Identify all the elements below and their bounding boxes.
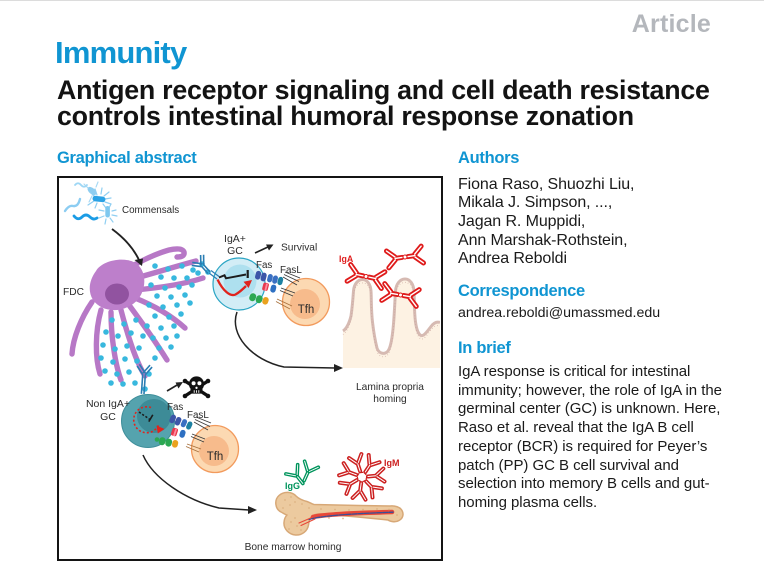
in-brief-text: IgA response is critical for intestinal …	[458, 363, 722, 511]
authors-heading: Authors	[458, 148, 520, 167]
igm-antibody	[337, 452, 387, 502]
bcr-linker	[208, 270, 220, 280]
fdc-label: FDC	[63, 287, 84, 298]
arrow-to-survival	[254, 245, 270, 254]
dashed-inhibit-line	[138, 411, 150, 420]
iga-gc-cell	[212, 257, 266, 311]
journal-logo: Immunity	[55, 35, 187, 70]
igm-units	[337, 452, 387, 502]
non-iga-gc-cell	[121, 394, 175, 448]
authors-names: Fiona Raso, Shuozhi Liu, Mikala J. Simps…	[458, 175, 635, 268]
arrowhead	[175, 382, 183, 389]
survival-label: Survival	[281, 243, 317, 254]
fas-bottom-label: Fas	[167, 402, 183, 413]
broken-signal-arc	[132, 406, 160, 434]
iga-gc-label-2: GC	[227, 245, 243, 257]
bone-marrow-label: Bone marrow homing	[245, 542, 342, 553]
commensals-icon	[63, 181, 118, 225]
fasl-top-label: FasL	[280, 265, 302, 276]
correspondence-email[interactable]: andrea.reboldi@umassmed.edu	[458, 304, 661, 321]
title-line-1: Antigen receptor signaling and cell deat…	[57, 74, 710, 105]
article-title: Antigen receptor signaling and cell deat…	[57, 74, 747, 132]
fas-top-label: Fas	[256, 260, 272, 271]
tfh-top-label: Tfh	[298, 304, 315, 316]
tfh-cell-top	[281, 277, 331, 327]
top-rule	[0, 0, 764, 1]
fas-fasl-complex-bottom	[154, 414, 212, 453]
skull-death-icon	[182, 376, 211, 399]
in-brief-heading: In brief	[458, 338, 511, 357]
fasl-bottom-label: FasL	[187, 410, 209, 421]
igg-antibodies	[284, 459, 321, 486]
title-line-2: controls intestinal humoral response zon…	[57, 101, 634, 132]
iga-antibodies	[344, 243, 427, 309]
arrowhead	[334, 364, 343, 372]
tfh-bottom-label: Tfh	[207, 451, 224, 463]
red-arrowhead	[243, 280, 252, 288]
lamina-propria-villi	[342, 277, 440, 368]
commensals-label: Commensals	[122, 205, 179, 216]
graphical-abstract-heading: Graphical abstract	[57, 148, 197, 167]
arrowhead	[248, 506, 257, 514]
bcr-signal-line	[218, 273, 247, 280]
iga-gc-label-1: IgA+	[224, 233, 246, 245]
correspondence-heading: Correspondence	[458, 281, 585, 300]
arrowhead	[266, 244, 274, 251]
arrow-to-death	[166, 383, 179, 392]
fdc-cell	[69, 246, 206, 383]
non-iga-gc-label-1: Non IgA+	[86, 398, 130, 410]
arrow-gc-to-bone	[142, 454, 250, 511]
lamina-label-1: Lamina propria	[356, 382, 424, 393]
fas-fasl-complex-top	[249, 270, 301, 310]
bone-icon	[275, 491, 404, 536]
igg-label: IgG	[285, 481, 300, 491]
graphical-abstract-svg: Commensals FDC	[63, 181, 440, 553]
arrow-commensals-to-fdc	[111, 228, 140, 261]
igm-label: IgM	[384, 458, 400, 468]
red-arrowhead	[156, 425, 165, 434]
article-type-label: Article	[631, 10, 711, 38]
inhibition-bar	[148, 414, 154, 423]
bcr-antibody-icon	[191, 254, 211, 275]
graphical-abstract-figure: Commensals FDC	[57, 176, 443, 561]
signal-red-arrow	[216, 278, 247, 297]
lamina-label-2: homing	[373, 394, 407, 405]
arrowhead	[134, 258, 143, 266]
non-iga-gc-label-2: GC	[100, 411, 116, 423]
antigen-dots	[98, 261, 211, 392]
non-iga-bcr-antibody-icon	[136, 363, 153, 395]
iga-label: IgA	[339, 254, 354, 264]
arrow-gc-to-lamina	[234, 311, 336, 369]
tfh-cell-bottom	[190, 424, 240, 474]
